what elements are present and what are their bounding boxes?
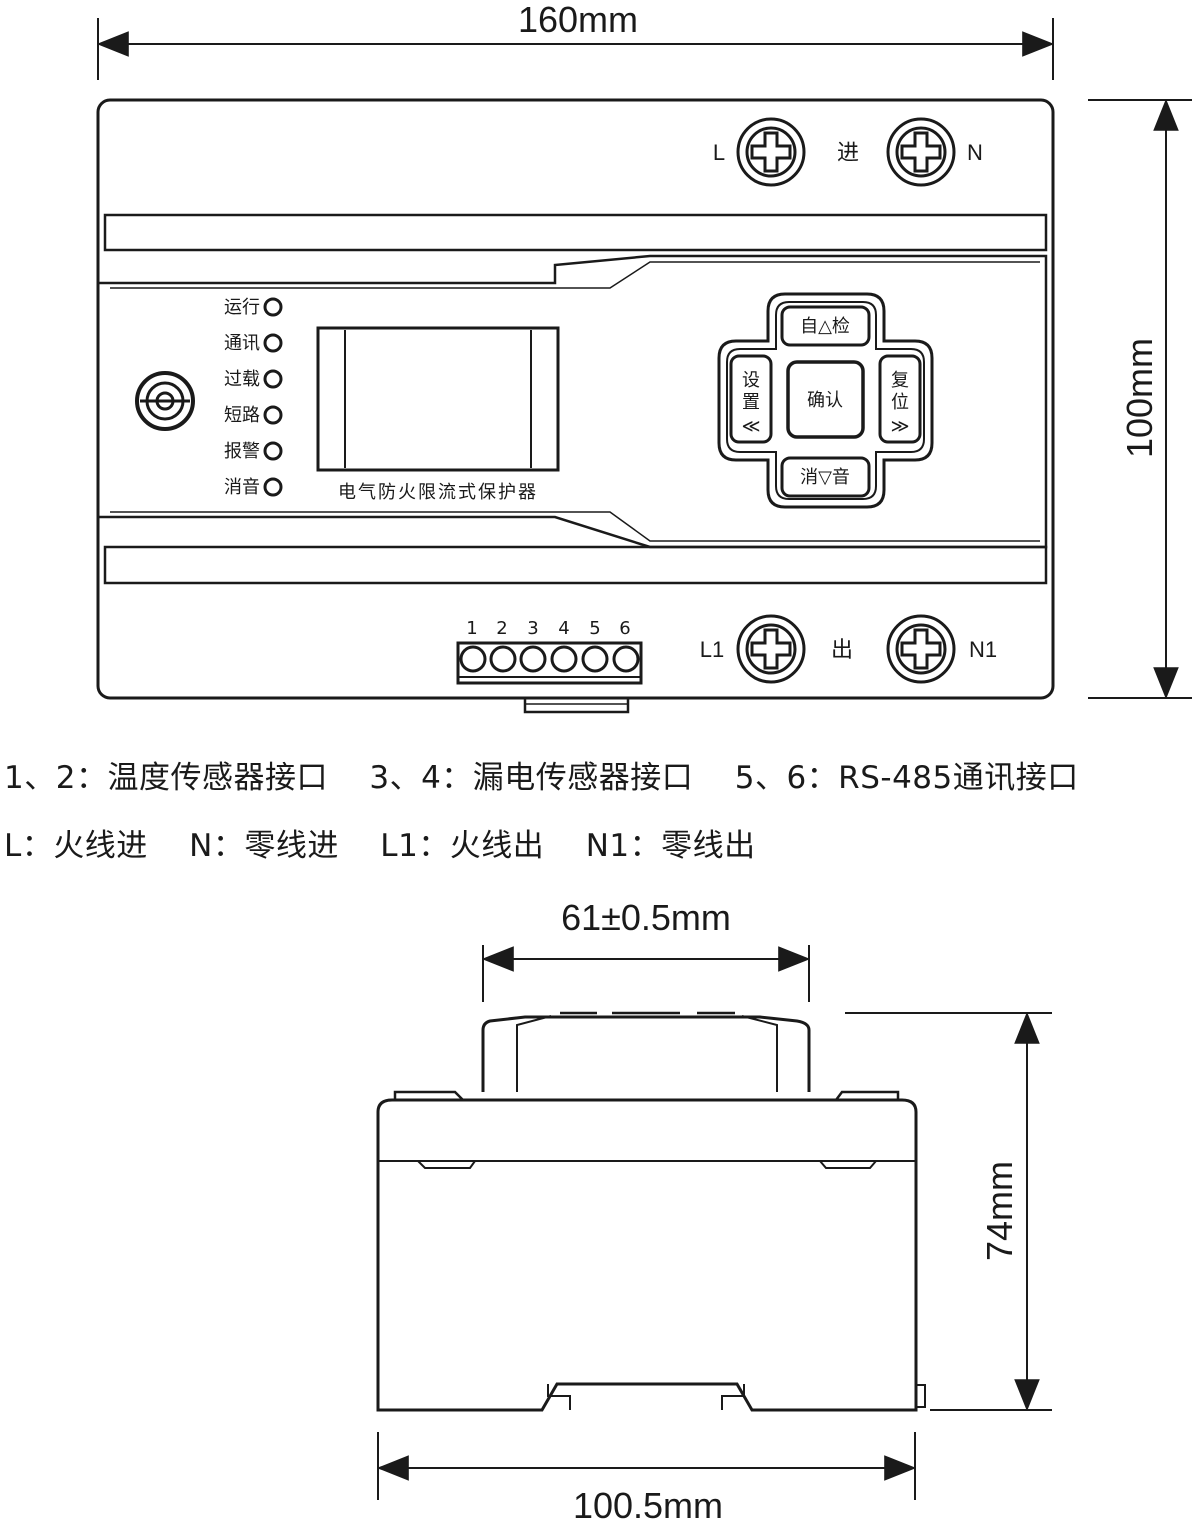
terminal-label-N1: N1 — [969, 637, 997, 662]
terminal-screw-N — [886, 117, 956, 187]
indicator-label-run: 运行 — [224, 297, 260, 318]
height-dimension: 100mm — [1088, 98, 1192, 700]
led-short — [263, 405, 283, 425]
settings-left-button[interactable] — [729, 354, 773, 444]
depth-height-label: 74mm — [979, 1161, 1020, 1261]
pin-number-3: 3 — [527, 618, 538, 639]
mute-down-label: 消▽音 — [800, 467, 850, 488]
width-label: 160mm — [518, 0, 638, 40]
height-label: 100mm — [1119, 338, 1160, 458]
indicator-label-mute: 消音 — [224, 477, 260, 498]
display-product-label: 电气防火限流式保护器 — [338, 482, 538, 503]
terminal-screw-L1 — [736, 614, 806, 684]
depth-top-dimension: 61±0.5mm — [481, 897, 811, 1002]
led-overload — [263, 369, 283, 389]
terminal-label-L1: L1 — [700, 637, 724, 662]
mute-down-button[interactable] — [780, 456, 871, 498]
terminal-label-L: L — [713, 140, 725, 165]
buzzer-icon — [135, 371, 195, 431]
self-test-up-label: 自△检 — [800, 316, 850, 337]
legend-terminals: L：火线进 N：零线进 L1：火线出 N1：零线出 — [4, 828, 756, 864]
indicator-label-comm: 通讯 — [224, 333, 260, 354]
terminal-label-N: N — [967, 140, 983, 165]
connector-6pin — [456, 641, 643, 685]
pin-number-1: 1 — [466, 618, 477, 639]
depth-top-label: 61±0.5mm — [561, 897, 731, 938]
reset-right-button[interactable] — [878, 354, 922, 444]
side-view — [376, 1011, 926, 1412]
reset-right-label-1: 复 — [891, 370, 909, 391]
led-run — [263, 297, 283, 317]
legend-interfaces: 1、2：温度传感器接口 3、4：漏电传感器接口 5、6：RS-485通讯接口 — [4, 760, 1079, 796]
keypad — [717, 292, 934, 509]
terminal-label-in: 进 — [837, 140, 859, 165]
settings-left-label-3: ≪ — [742, 416, 761, 437]
depth-height-dimension: 74mm — [845, 1011, 1052, 1412]
reset-right-label-3: ≫ — [891, 416, 910, 437]
terminal-screw-N1 — [886, 614, 956, 684]
pin-number-5: 5 — [589, 618, 600, 639]
led-comm — [263, 333, 283, 353]
terminal-label-out: 出 — [831, 637, 853, 662]
settings-left-label-2: 置 — [742, 392, 760, 413]
depth-width-label: 100.5mm — [573, 1485, 723, 1526]
indicator-label-alarm: 报警 — [224, 441, 260, 462]
settings-left-label-1: 设 — [742, 370, 760, 391]
device-front — [96, 98, 1055, 714]
width-dimension: 160mm — [96, 0, 1055, 80]
confirm-button[interactable] — [786, 360, 865, 439]
indicator-label-overload: 过载 — [224, 369, 260, 390]
lcd-display — [316, 326, 560, 472]
indicator-label-short: 短路 — [224, 405, 260, 426]
self-test-up-button[interactable] — [780, 305, 871, 347]
terminal-screw-L — [736, 117, 806, 187]
pin-number-6: 6 — [619, 618, 630, 639]
led-mute — [263, 477, 283, 497]
depth-width-dimension: 100.5mm — [376, 1432, 917, 1526]
confirm-label: 确认 — [807, 390, 843, 411]
reset-right-label-2: 位 — [891, 392, 909, 413]
pin-number-4: 4 — [558, 618, 569, 639]
led-alarm — [263, 441, 283, 461]
pin-number-2: 2 — [496, 618, 507, 639]
